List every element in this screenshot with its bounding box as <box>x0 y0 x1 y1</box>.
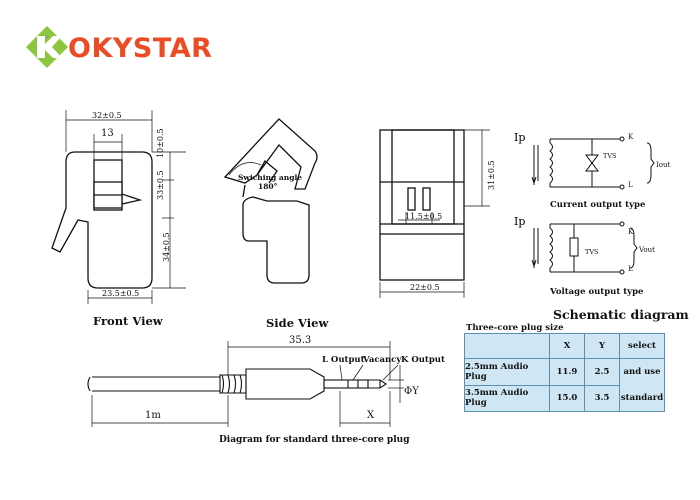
table-cell: 3.5mm Audio Plug <box>464 384 550 412</box>
front-34-dim: 34±0.5 <box>162 232 171 262</box>
schematic-drawing: Ip Ip <box>514 131 655 275</box>
select-line1: and use <box>623 367 661 377</box>
k-label-voltage: K <box>628 228 634 236</box>
front-window-dim: 13 <box>101 128 114 139</box>
third-width-dim: 22±0.5 <box>410 283 440 292</box>
table-cell: 2.5mm Audio Plug <box>464 358 550 386</box>
front-view-title: Front View <box>93 314 163 328</box>
plug-vacancy-label: Vacancy <box>363 355 402 365</box>
plug-y-dim: ΦY <box>404 386 419 397</box>
plug-table-caption: Three-core plug size <box>466 323 564 333</box>
vout-label: Vout <box>639 246 655 254</box>
front-33-dim: 33±0.5 <box>156 170 165 200</box>
table-header-cell <box>464 333 550 359</box>
table-cell: 2.5 <box>584 358 620 386</box>
svg-text:Ip: Ip <box>514 215 525 228</box>
current-output-caption: Current output type <box>550 200 646 210</box>
okystar-logo-icon <box>26 26 68 68</box>
plug-x-dim: X <box>367 410 375 421</box>
third-height-dim: 31±0.5 <box>487 160 496 190</box>
schematic-title: Schematic diagram <box>553 307 689 322</box>
table-row: 2.5mm Audio Plug 11.9 2.5 and use standa… <box>464 358 665 412</box>
voltage-output-caption: Voltage output type <box>550 287 644 297</box>
iout-label: Iout <box>656 161 671 169</box>
plug-diagram-title: Diagram for standard three-core plug <box>219 435 410 445</box>
tvs-label-voltage: TVS <box>585 248 599 256</box>
table-header-cell: Y <box>584 333 620 359</box>
table-cell: 3.5 <box>584 384 620 412</box>
brand-name: OKYSTAR <box>68 33 213 64</box>
tvs-label-current: TVS <box>603 152 617 160</box>
l-label-voltage: L <box>628 265 633 273</box>
table-select-cell: and use standard <box>619 358 665 412</box>
table-header-cell: X <box>549 333 585 359</box>
side-view-title: Side View <box>266 316 329 330</box>
table-cell: 15.0 <box>549 384 585 412</box>
plug-l-output-label: L Output <box>322 355 365 365</box>
front-bottom-dim: 23.5±0.5 <box>102 289 140 298</box>
third-pins-dim: 11.5±0.5 <box>405 212 443 221</box>
table-row: 3.5mm Audio Plug 15.0 3.5 <box>464 384 665 412</box>
plug-size-table: X Y select 2.5mm Audio Plug 11.9 2.5 and… <box>464 333 665 412</box>
k-label-current: K <box>628 133 634 141</box>
plug-diagram-drawing <box>87 341 404 427</box>
swiching-angle-line2: 180° <box>258 182 278 191</box>
table-cell: 11.9 <box>549 358 585 386</box>
l-label-current: L <box>628 181 633 189</box>
plug-length-dim: 35.3 <box>289 335 312 346</box>
swiching-angle-label: Swiching angle 180° <box>238 173 302 191</box>
third-view-drawing <box>379 129 490 298</box>
table-header-cell: select <box>619 333 665 359</box>
table-header-row: X Y select <box>464 333 665 359</box>
front-width-dim: 32±0.5 <box>92 111 122 120</box>
svg-text:Ip: Ip <box>514 131 525 144</box>
swiching-angle-line1: Swiching angle <box>238 173 303 182</box>
front-10-dim: 10±0.5 <box>156 128 165 158</box>
plug-cable-dim: 1m <box>145 410 161 421</box>
plug-k-output-label: K Output <box>401 355 445 365</box>
front-view-drawing <box>51 110 186 304</box>
side-view-drawing <box>223 118 318 284</box>
select-line2: standard <box>620 393 664 403</box>
